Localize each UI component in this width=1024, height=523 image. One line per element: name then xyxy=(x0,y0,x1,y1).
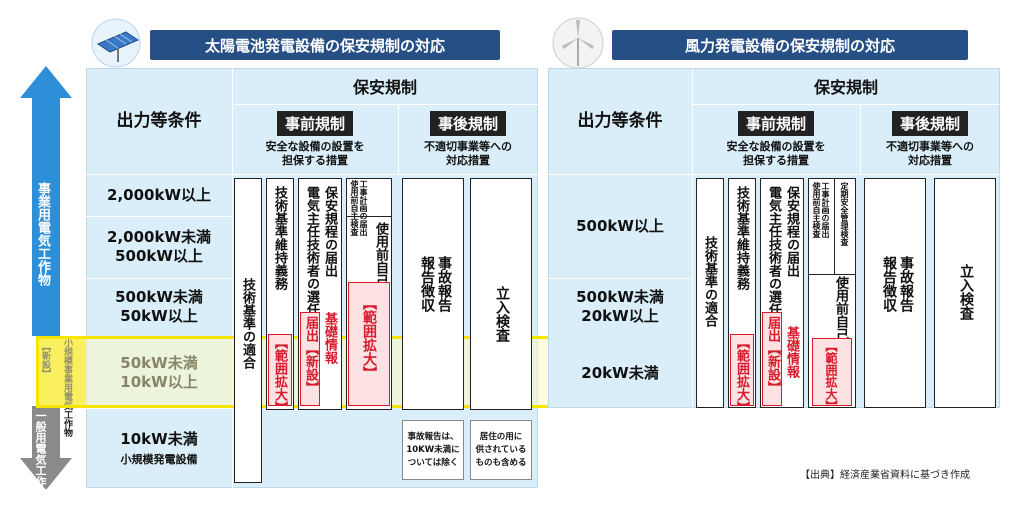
wind-col-report-label: 事故報告 報告徴収 xyxy=(881,256,914,312)
wind-row-3: 20kW未満 xyxy=(581,363,659,382)
solar-safety-tag-box xyxy=(300,312,320,406)
wind-plan-vdivider xyxy=(834,178,835,274)
solar-col-inspect-label: 立入検査 xyxy=(494,286,510,342)
solar-expand-label: 【範囲拡大】 xyxy=(361,296,377,380)
solar-condition-header: 出力等条件 xyxy=(116,110,202,131)
solar-col-tech-label: 技術基準の適合 xyxy=(240,278,255,369)
solar-expand-box xyxy=(348,282,390,406)
solar-row-line3 xyxy=(86,408,232,409)
solar-row-3: 500kW未満 50kW以上 xyxy=(115,288,203,325)
solar-pre-header: 事前規制 xyxy=(276,110,353,136)
wind-hline2 xyxy=(548,174,1000,175)
solar-post-block: 事後規制 不適切事業等への 対応措置 xyxy=(398,104,538,174)
solar-divider xyxy=(232,68,233,488)
wind-pre-header: 事前規制 xyxy=(737,110,814,136)
wind-hline xyxy=(692,104,1000,105)
wind-col-report xyxy=(864,178,926,408)
solar-col-report xyxy=(402,178,464,410)
wind-col-tech-label: 技術基準の適合 xyxy=(702,236,717,327)
solar-row-1: 2,000kW以上 xyxy=(107,185,211,204)
wind-col-plan-label: 工事計画の届出 使用前自主検査 xyxy=(812,182,830,238)
solar-row-line2 xyxy=(86,278,232,279)
wind-col-safety: 保安規程の届出 xyxy=(784,186,799,277)
solar-row-5-sub: 小規模発電設備 xyxy=(120,452,198,466)
solar-col-engineer-safety xyxy=(298,178,342,410)
solar-pre-sub: 安全な設備の設置を 担保する措置 xyxy=(265,139,365,167)
solar-col-tech xyxy=(234,178,262,483)
solar-post-header: 事後規制 xyxy=(429,110,506,136)
wind-expand-box xyxy=(812,338,852,406)
solar-col-maint-label: 技術基準維持義務 xyxy=(272,186,287,290)
source-note: 【出典】経済産業省資料に基づき作成 xyxy=(800,470,970,481)
solar-regulation-header: 保安規制 xyxy=(352,78,417,97)
solar-row-line1 xyxy=(86,216,232,217)
wind-col-engineer: 電気主任技術者の選任 xyxy=(766,186,781,316)
solar-col-plan-label: 工事計画の届出 使用前自主検査 xyxy=(350,180,368,236)
solar-icon xyxy=(88,18,144,68)
solar-row-2: 2,000kW未満 500kW以上 xyxy=(107,228,211,265)
solar-maint-tag-box xyxy=(268,334,292,406)
wind-col-inspect-label: 立入検査 xyxy=(958,264,974,320)
wind-basic-info: 基礎情報 xyxy=(784,326,799,378)
wind-row-1: 500kW以上 xyxy=(576,216,664,235)
wind-expand-label: 【範囲拡大】 xyxy=(824,340,838,412)
wind-col-tech xyxy=(696,178,724,408)
wind-divider xyxy=(692,68,693,408)
solar-row-5-title: 10kW未満 xyxy=(120,429,198,448)
solar-pre-block: 事前規制 安全な設備の設置を 担保する措置 xyxy=(232,104,398,174)
wind-col-periodic-label: 定期安全管理検査 xyxy=(840,182,849,246)
solar-note-report: 事故報告は、 10KW未満に ついては除く xyxy=(402,420,464,480)
wind-vline xyxy=(860,104,861,174)
scope-arrow xyxy=(20,66,72,490)
solar-vline xyxy=(398,104,399,174)
wind-post-sub: 不適切事業等への 対応措置 xyxy=(886,139,974,167)
solar-basic-info: 基礎情報 xyxy=(322,312,337,364)
wind-post-block: 事後規制 不適切事業等への 対応措置 xyxy=(860,104,1000,174)
solar-hline2 xyxy=(86,174,538,175)
solar-col-engineer: 電気主任技術者の選任 xyxy=(304,186,319,316)
business-facility-label: 事業用電気工作物 xyxy=(35,182,50,286)
wind-pre-sub: 安全な設備の設置を 担保する措置 xyxy=(726,139,826,167)
wind-maint-tag-box xyxy=(730,334,754,406)
solar-title: 太陽電池発電設備の保安規制の対応 xyxy=(150,30,500,60)
wind-maint-tag: 【範囲拡大】 xyxy=(734,336,749,414)
wind-condition-header: 出力等条件 xyxy=(577,110,663,131)
wind-safety-tag-box xyxy=(762,312,782,406)
solar-note-inspect: 居住の用に 供されている ものも含める xyxy=(470,420,532,480)
wind-col-maint-label: 技術基準維持義務 xyxy=(734,186,749,290)
wind-pre-block: 事前規制 安全な設備の設置を 担保する措置 xyxy=(692,104,860,174)
wind-title: 風力発電設備の保安規制の対応 xyxy=(612,30,968,60)
solar-post-sub: 不適切事業等への 対応措置 xyxy=(424,139,512,167)
general-facility-label: 一般用電気工作物 xyxy=(34,410,47,498)
solar-plan-divider xyxy=(346,216,392,217)
solar-row-5: 10kW未満 小規模発電設備 xyxy=(86,408,232,488)
wind-row-line xyxy=(548,278,692,279)
wind-safety-tag: 届出【新設】 xyxy=(765,316,780,394)
solar-col-inspect xyxy=(470,178,532,410)
solar-safety-tag: 届出【新設】 xyxy=(303,316,318,394)
wind-row-2: 500kW未満 20kW以上 xyxy=(576,288,664,325)
wind-post-header: 事後規制 xyxy=(891,110,968,136)
wind-regulation-header: 保安規制 xyxy=(813,78,878,97)
wind-col-engineer-safety xyxy=(760,178,804,408)
solar-hline xyxy=(232,104,538,105)
wind-plan-divider xyxy=(808,274,856,275)
wind-turbine-icon xyxy=(550,16,606,70)
wind-col-inspect xyxy=(934,178,996,408)
solar-col-safety: 保安規程の届出 xyxy=(322,186,337,277)
solar-col-report-label: 事故報告 報告徴収 xyxy=(419,256,452,312)
solar-maint-tag: 【範囲拡大】 xyxy=(272,336,287,414)
